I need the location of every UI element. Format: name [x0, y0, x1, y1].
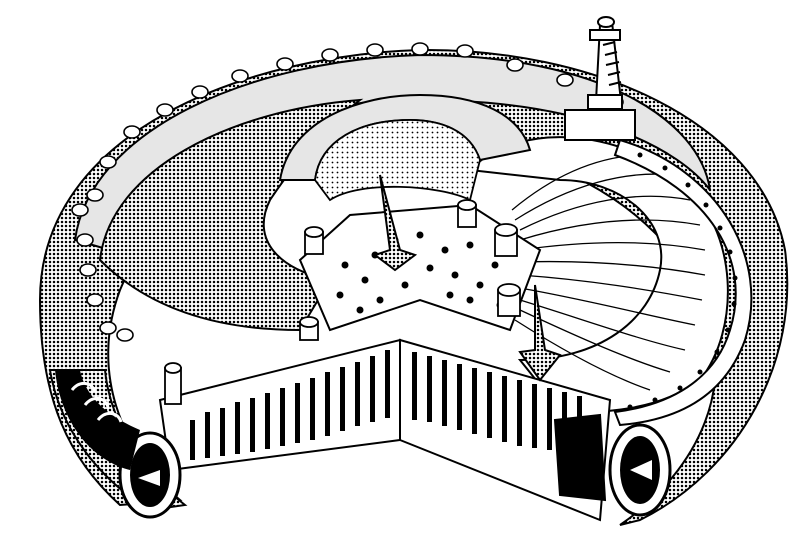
flow-arrow-left [372, 174, 418, 272]
perforated-center-plate [298, 203, 542, 332]
threaded-probe [564, 16, 636, 141]
plate-studs [164, 199, 521, 405]
right-flange-ring [613, 138, 753, 427]
right-pipe-section [608, 423, 672, 517]
right-flange-holes [627, 152, 738, 410]
left-pipe-section [118, 431, 182, 519]
left-cooling-fins [190, 350, 390, 460]
right-cut-block [553, 413, 607, 502]
right-cooling-fins [412, 352, 582, 454]
flow-arrow-right [518, 284, 562, 382]
left-coil-region [55, 370, 140, 470]
